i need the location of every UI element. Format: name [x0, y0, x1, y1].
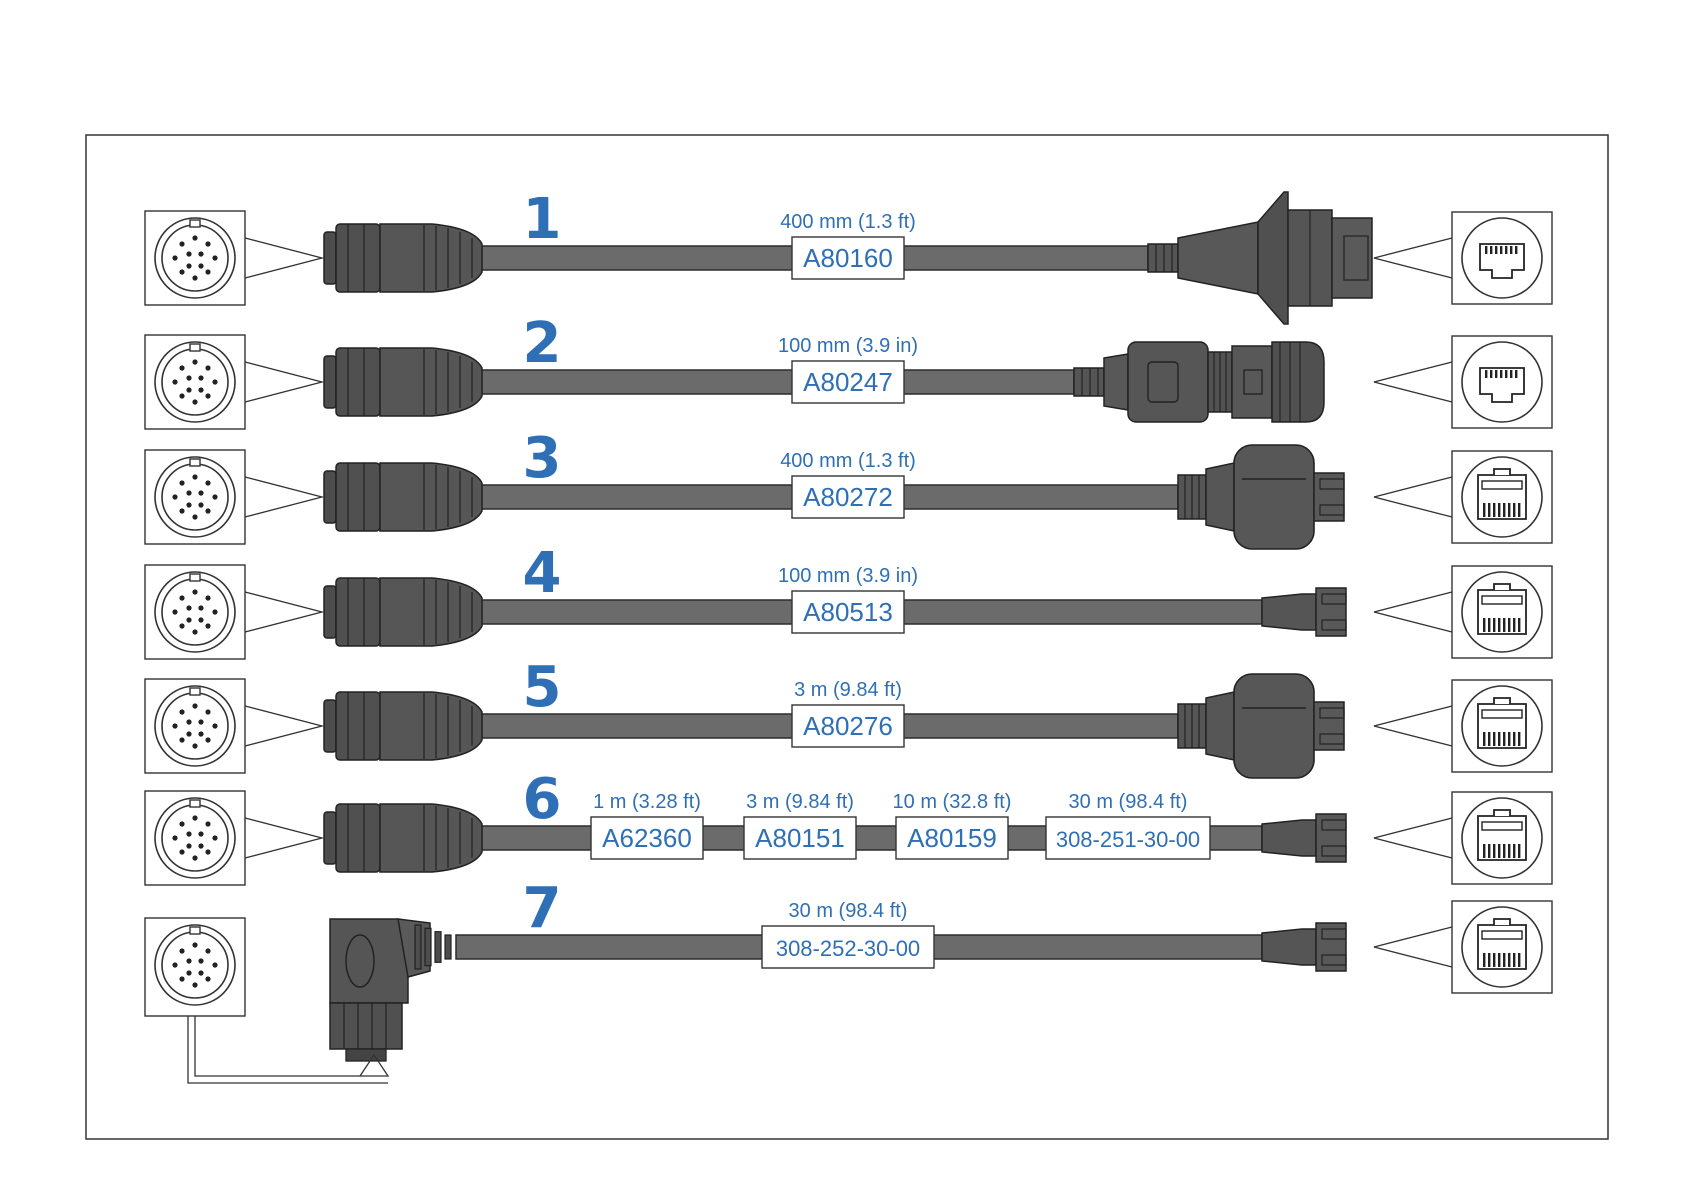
diagram-frame [86, 135, 1608, 1139]
length-label: 1 m (3.28 ft) [593, 791, 701, 813]
rj45-plug-face-icon [1462, 907, 1542, 987]
cable-number: 3 [523, 426, 562, 491]
part-number-label: A80276 [803, 711, 893, 741]
length-label: 400 mm (1.3 ft) [780, 450, 916, 472]
pin-face-icon [155, 572, 235, 652]
pin-face-icon [155, 798, 235, 878]
part-number-label: A80247 [803, 367, 893, 397]
part-number-label: 308-251-30-00 [1056, 827, 1200, 852]
cable-segment: 3 m (9.84 ft) A80151 [744, 791, 856, 859]
rj45-face-icon [1462, 218, 1542, 298]
pin-face-icon [155, 218, 235, 298]
pin-face-icon [155, 925, 235, 1005]
round-connector-icon [324, 578, 482, 646]
cable-number: 5 [523, 655, 562, 720]
cable-segment: 3 m (9.84 ft) A80276 [792, 679, 904, 747]
rj45-face-icon [1462, 342, 1542, 422]
round-connector-icon [324, 348, 482, 416]
part-number-label: A62360 [602, 823, 692, 853]
cable-number: 1 [523, 187, 562, 252]
part-number-label: 308-252-30-00 [776, 936, 920, 961]
cable-number: 7 [523, 876, 562, 941]
length-label: 3 m (9.84 ft) [794, 679, 902, 701]
part-number-label: A80159 [907, 823, 997, 853]
cable-number: 4 [523, 541, 562, 606]
part-number-label: A80513 [803, 597, 893, 627]
rj45-plug-face-icon [1462, 457, 1542, 537]
cable-segment: 400 mm (1.3 ft) A80272 [780, 450, 916, 518]
rj45-plug-face-icon [1462, 798, 1542, 878]
length-label: 400 mm (1.3 ft) [780, 211, 916, 233]
cable-segment: 10 m (32.8 ft) A80159 [893, 791, 1012, 859]
round-connector-icon [324, 463, 482, 531]
part-number-label: A80160 [803, 243, 893, 273]
cable-body [480, 370, 1074, 394]
part-number-label: A80151 [755, 823, 845, 853]
length-label: 3 m (9.84 ft) [746, 791, 854, 813]
round-connector-icon [324, 804, 482, 872]
cable-segment: 30 m (98.4 ft) 308-251-30-00 [1046, 791, 1210, 859]
rj45-plug-face-icon [1462, 572, 1542, 652]
length-label: 10 m (32.8 ft) [893, 791, 1012, 813]
round-connector-icon [324, 692, 482, 760]
pin-face-icon [155, 342, 235, 422]
round-connector-icon [324, 224, 482, 292]
length-label: 100 mm (3.9 in) [778, 565, 918, 587]
pin-face-icon [155, 686, 235, 766]
rj45-plug-face-icon [1462, 686, 1542, 766]
length-label: 100 mm (3.9 in) [778, 335, 918, 357]
cable-number: 2 [523, 311, 562, 376]
cable-segment: 100 mm (3.9 in) A80513 [778, 565, 918, 633]
length-label: 30 m (98.4 ft) [789, 900, 908, 922]
cable-segment: 1 m (3.28 ft) A62360 [591, 791, 703, 859]
pin-face-icon [155, 457, 235, 537]
cable-segment: 400 mm (1.3 ft) A80160 [780, 211, 916, 279]
part-number-label: A80272 [803, 482, 893, 512]
cable-segment: 100 mm (3.9 in) A80247 [778, 335, 918, 403]
length-label: 30 m (98.4 ft) [1069, 791, 1188, 813]
cable-number: 6 [523, 767, 562, 832]
